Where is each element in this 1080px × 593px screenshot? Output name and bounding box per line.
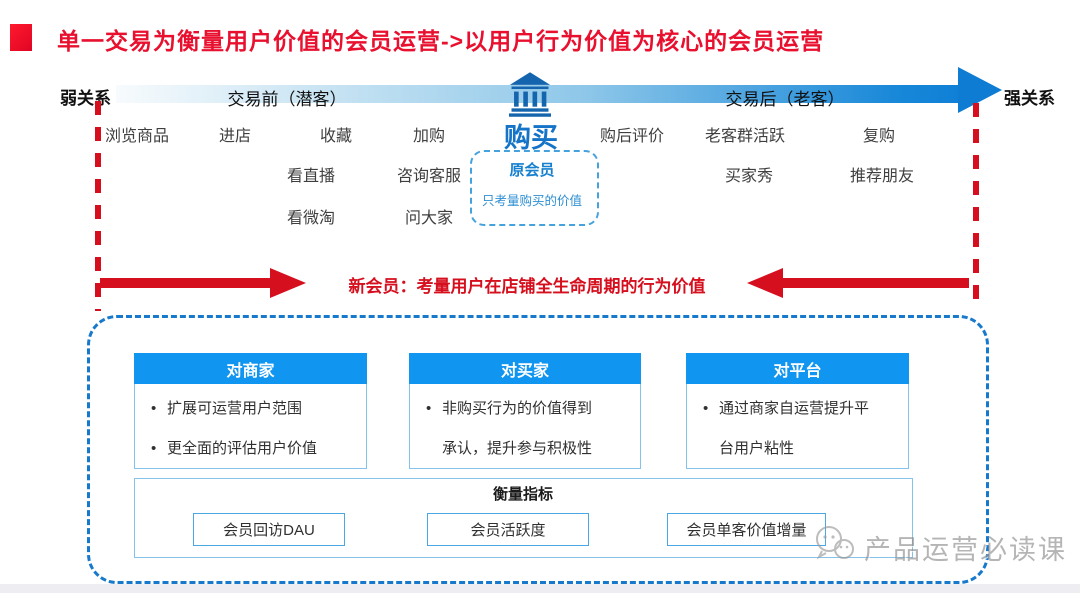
new-member-arrow-right-body [783, 278, 969, 288]
new-member-arrow-left-body [100, 278, 272, 288]
behavior-recommend: 推荐朋友 [849, 168, 915, 185]
bank-icon [509, 71, 551, 123]
new-member-arrow-left-icon [747, 268, 783, 298]
original-member-title: 原会员 [509, 162, 555, 179]
metrics-title: 衡量指标 [492, 486, 554, 503]
new-member-arrow-right-icon [270, 268, 306, 298]
behavior-review: 购后评价 [599, 128, 665, 145]
page-title: 单一交易为衡量用户价值的会员运营->以用户行为价值为核心的会员运营 [57, 28, 825, 54]
bullet-dot-icon: • [151, 440, 157, 457]
behavior-browse: 浏览商品 [104, 128, 170, 145]
behavior-weitao: 看微淘 [286, 210, 336, 227]
watermark: 产品运营必读课 [812, 524, 1067, 571]
bottom-gray-strip [0, 584, 1080, 593]
wechat-icon [812, 524, 858, 571]
left-red-dashed-line [95, 101, 101, 311]
bullet-dot-icon: • [426, 400, 432, 417]
behavior-favorite: 收藏 [319, 128, 353, 145]
metric-member-value-increase: 会员单客价值增量 [667, 513, 826, 546]
right-red-dashed-line [973, 103, 979, 311]
card-platform: 对平台 • 通过商家自运营提升平台用户粘性 [686, 353, 909, 469]
behavior-add-cart: 加购 [412, 128, 446, 145]
value-summary-container [87, 315, 989, 584]
card-platform-bullet-1: • 通过商家自运营提升平台用户粘性 [687, 389, 908, 469]
bullet-dot-icon: • [703, 400, 709, 417]
title-bullet-square [10, 24, 32, 51]
card-merchant-body: • 扩展可运营用户范围 • 更全面的评估用户价值 [134, 384, 367, 469]
behavior-ask-everyone: 问大家 [404, 210, 454, 227]
behavior-buyer-show: 买家秀 [724, 168, 774, 185]
card-merchant-header: 对商家 [134, 353, 367, 384]
behavior-watch-live: 看直播 [286, 168, 336, 185]
behavior-enter-store: 进店 [218, 128, 252, 145]
post-transaction-label: 交易后（老客） [725, 90, 845, 109]
buy-label: 购买 [504, 123, 558, 153]
card-merchant: 对商家 • 扩展可运营用户范围 • 更全面的评估用户价值 [134, 353, 367, 469]
metric-member-activity: 会员活跃度 [427, 513, 589, 546]
timeline-arrowhead-icon [958, 67, 1002, 113]
original-member-box [470, 150, 599, 226]
behavior-ask-service: 咨询客服 [396, 168, 462, 185]
watermark-text: 产品运营必读课 [864, 535, 1067, 565]
pre-transaction-label: 交易前（潜客） [227, 90, 347, 109]
behavior-group-active: 老客群活跃 [704, 128, 786, 145]
original-member-subtitle: 只考量购买的价值 [481, 194, 583, 208]
card-platform-header: 对平台 [686, 353, 909, 384]
card-buyer-bullet-1: • 非购买行为的价值得到承认，提升参与积极性 [410, 389, 640, 469]
card-buyer-body: • 非购买行为的价值得到承认，提升参与积极性 [409, 384, 641, 469]
card-merchant-bullet-1: • 扩展可运营用户范围 [135, 389, 366, 429]
new-member-text: 新会员：考量用户在店铺全生命周期的行为价值 [348, 277, 706, 296]
card-buyer-header: 对买家 [409, 353, 641, 384]
card-platform-body: • 通过商家自运营提升平台用户粘性 [686, 384, 909, 469]
weak-relation-label: 弱关系 [60, 89, 111, 108]
metric-member-dau: 会员回访DAU [193, 513, 345, 546]
strong-relation-label: 强关系 [1004, 89, 1055, 108]
behavior-repurchase: 复购 [862, 128, 896, 145]
bullet-dot-icon: • [151, 400, 157, 417]
card-merchant-bullet-2: • 更全面的评估用户价值 [135, 429, 366, 469]
card-buyer: 对买家 • 非购买行为的价值得到承认，提升参与积极性 [409, 353, 641, 469]
